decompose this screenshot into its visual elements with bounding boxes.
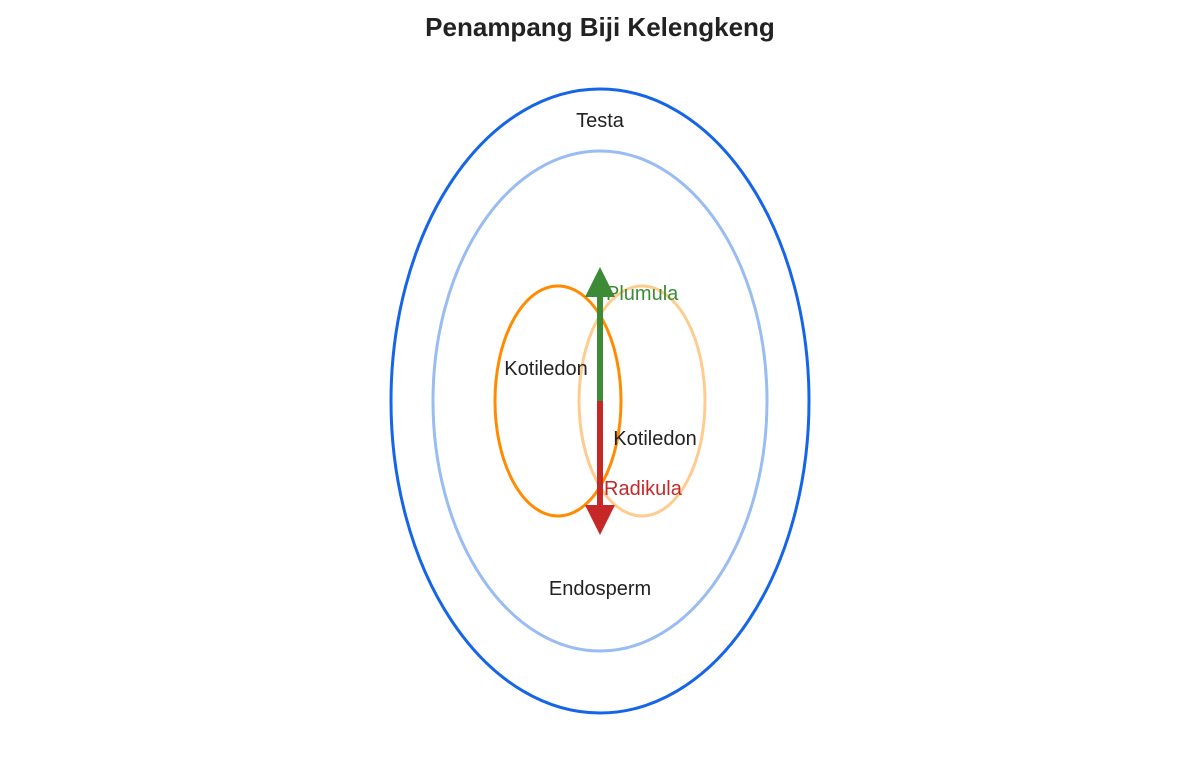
diagram-title: Penampang Biji Kelengkeng — [425, 12, 775, 42]
kotiledon-left-label: Kotiledon — [504, 358, 587, 380]
testa-label: Testa — [576, 110, 625, 132]
plumula-label: Plumula — [606, 283, 679, 305]
kotiledon-left-shape — [493, 284, 623, 518]
endosperm-label: Endosperm — [549, 578, 651, 600]
kotiledon-right-shape — [577, 284, 707, 518]
kotiledon-right-label: Kotiledon — [613, 428, 696, 450]
radikula-label: Radikula — [604, 478, 683, 500]
inner-layer — [431, 149, 769, 653]
outer-seed-coat — [389, 87, 811, 715]
